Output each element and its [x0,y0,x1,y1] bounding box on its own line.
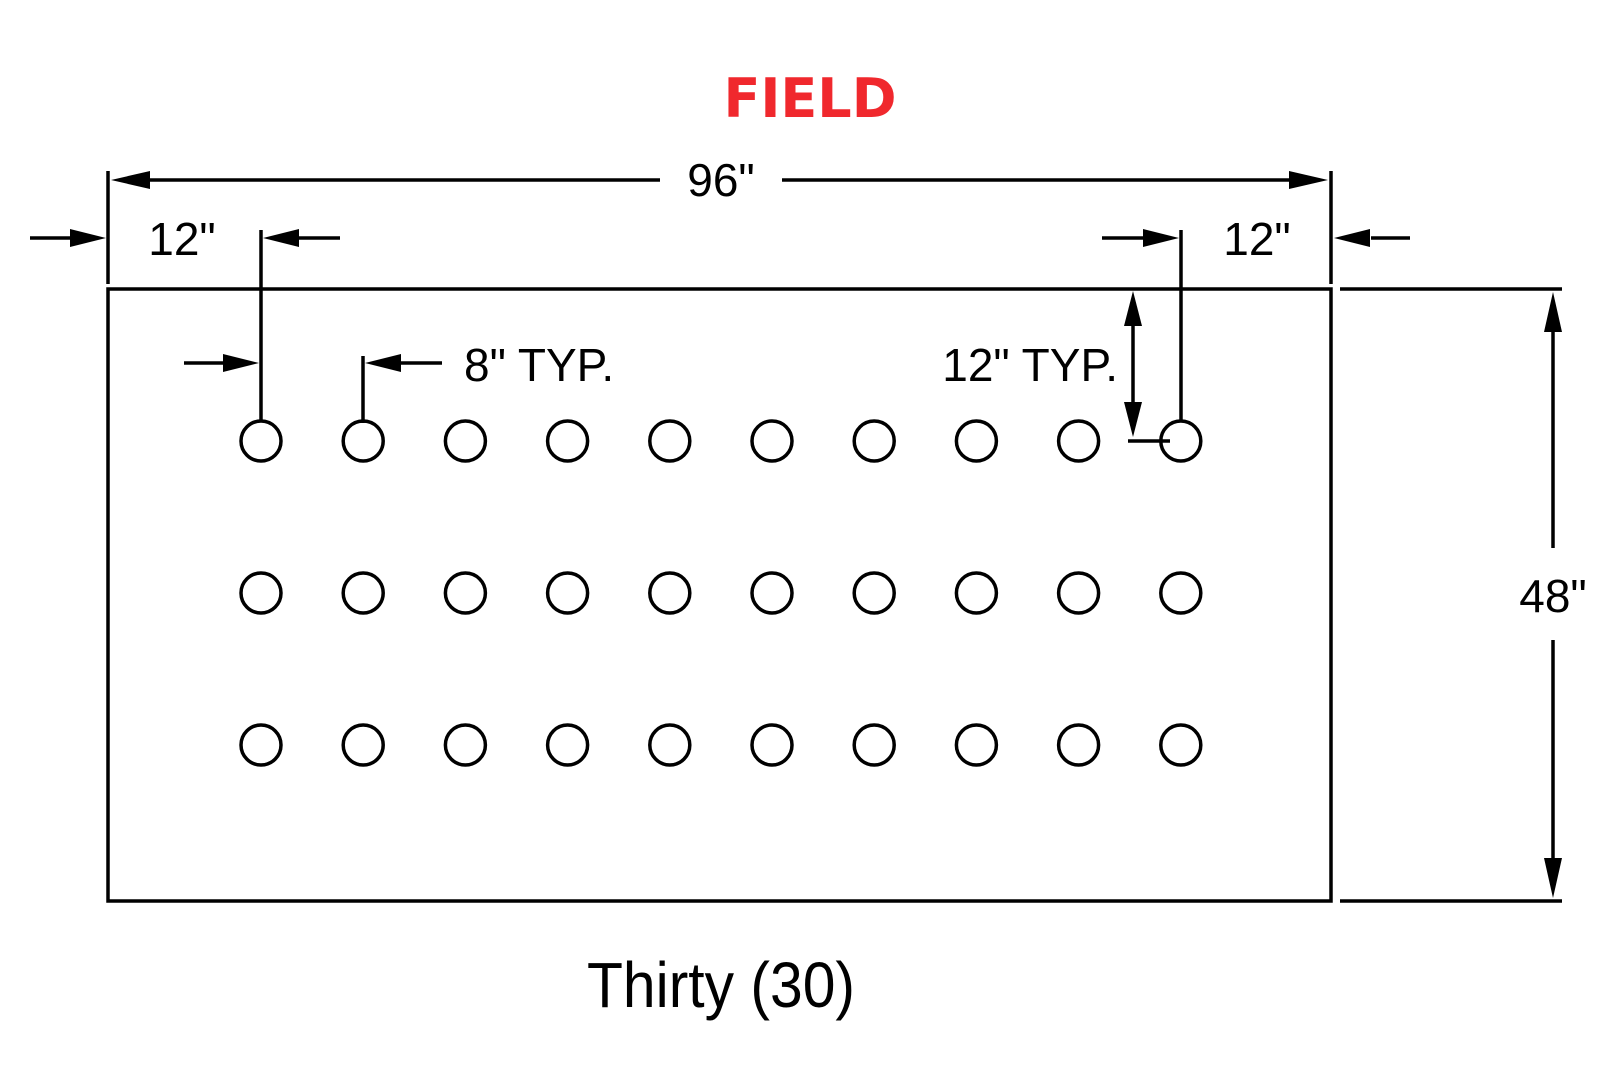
hole [648,723,692,767]
arrowhead-right-offset-b [1334,229,1370,247]
hole [852,723,896,767]
hole [954,571,999,615]
drawing-title: FIELD [723,67,896,130]
arrowhead-right-offset-a [1143,229,1179,247]
right-offset-label: 12" [1223,213,1291,265]
hole [1056,723,1101,767]
hole [341,419,385,463]
hole [239,723,283,767]
right-offset-dimension: 12" [1102,213,1410,421]
hole [852,419,896,463]
arrowhead-spacing-b [365,354,401,372]
hole [545,571,590,615]
hole [648,571,692,615]
arrowhead-left-offset-b [263,229,299,247]
hole-spacing-dimension: 8" TYP. [184,339,614,423]
arrowhead-top-offset-up [1124,291,1142,326]
panel-outline [106,287,1333,903]
hole [1159,419,1203,463]
hole [1056,419,1101,463]
hole [443,723,488,767]
hole-spacing-label: 8" TYP. [464,339,614,391]
hole [239,419,283,463]
top-offset-label: 12" TYP. [942,339,1118,391]
hole [545,723,590,767]
hole [750,419,794,463]
hole [341,723,385,767]
hole [341,571,385,615]
overall-width-label: 96" [687,154,755,206]
hole [852,571,896,615]
hole [443,571,488,615]
hole [1056,571,1101,615]
hole [239,571,283,615]
overall-width-dimension: 96" [111,154,1328,206]
hole [954,419,999,463]
hole [1159,723,1203,767]
arrowhead-left-offset-a [70,229,106,247]
hole [750,723,794,767]
hole [443,419,488,463]
arrowhead-spacing-a [223,354,259,372]
hole [648,419,692,463]
hole-pattern [239,419,1203,767]
hole [545,419,590,463]
arrowhead-right [1289,171,1328,189]
left-offset-label: 12" [148,213,216,265]
overall-height-label: 48" [1519,570,1587,622]
hole-count-caption: Thirty (30) [587,949,855,1021]
arrowhead-height-top [1544,292,1562,332]
hole [1159,571,1203,615]
arrowhead-top-offset-down [1124,402,1142,437]
top-offset-dimension: 12" TYP. [942,291,1170,443]
arrowhead-height-bottom [1544,858,1562,898]
overall-height-dimension: 48" [1340,287,1587,903]
left-offset-dimension: 12" [30,213,340,421]
hole [750,571,794,615]
hole [954,723,999,767]
arrowhead-left [111,171,150,189]
